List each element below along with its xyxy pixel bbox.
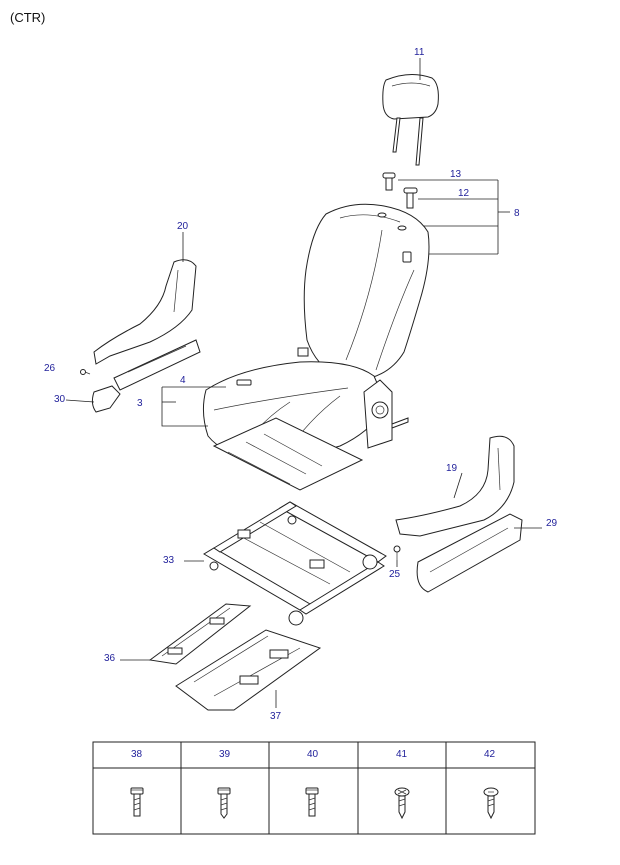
screw-42-icon [483,787,499,820]
variant-label: (CTR) [10,10,45,25]
table-header-41: 41 [396,749,408,760]
side-cover-29 [416,513,523,593]
seat-track-frame [203,501,387,626]
callout-3: 3 [137,398,143,409]
callout-29: 29 [546,518,558,529]
rail-cover-36 [148,603,252,665]
seat-recliner-frame [212,347,409,491]
callout-37: 37 [270,711,282,722]
rail-cover-37 [175,629,322,711]
callout-4: 4 [180,375,186,386]
callout-26: 26 [44,363,56,374]
headrest-guide-12 [403,187,418,209]
callout-33: 33 [163,555,175,566]
screw-25 [393,545,401,560]
callout-20: 20 [177,221,189,232]
callout-13: 13 [450,169,462,180]
callout-25: 25 [389,569,401,580]
callout-11: 11 [414,47,425,58]
side-cover-30 [91,385,121,413]
seat-back [303,203,430,379]
table-header-39: 39 [219,749,231,760]
callout-8: 8 [514,208,520,219]
headrest-guide-13 [382,172,396,191]
table-header-42: 42 [484,749,496,760]
table-header-40: 40 [307,749,319,760]
callout-19: 19 [446,463,458,474]
side-shield-right [395,435,515,537]
screw-41-icon [394,787,410,820]
bolt-40-icon [305,787,319,817]
callout-30: 30 [54,394,66,405]
callout-12: 12 [458,188,470,199]
bolt-38-icon [130,787,144,817]
bolt-39-icon [217,787,231,819]
headrest [382,74,439,166]
side-shield-left [93,259,201,391]
screw-26 [80,369,91,375]
callout-36: 36 [104,653,116,664]
fastener-table [92,741,536,835]
table-header-38: 38 [131,749,143,760]
